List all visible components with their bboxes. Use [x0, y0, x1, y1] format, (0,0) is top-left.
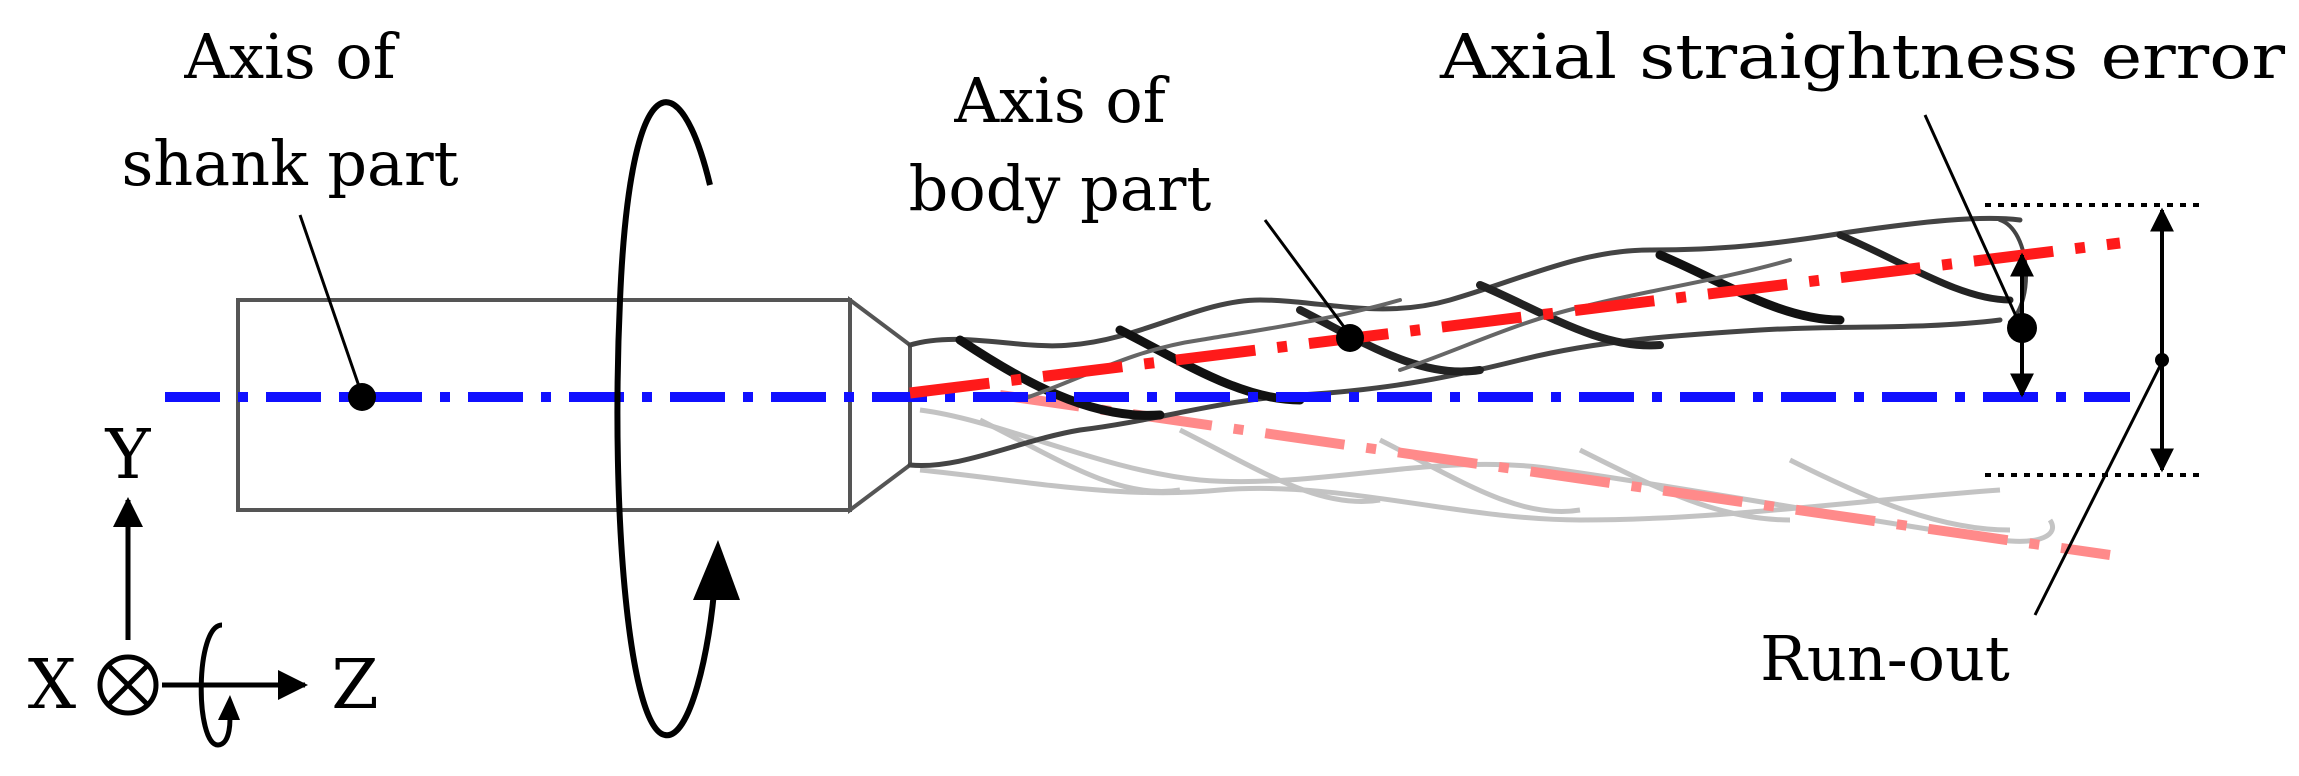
body-axis-label-line1: Axis of: [953, 64, 1169, 137]
drill-body: [907, 215, 2028, 469]
rotation-arrow-icon: [693, 540, 740, 600]
ghost-body-axis-line: [999, 390, 2111, 560]
shank-axis-label-line2: shank part: [121, 127, 458, 200]
shank-axis-label-line1: Axis of: [183, 20, 399, 93]
body-axis-line: [909, 237, 2121, 399]
straightness-leader: [1923, 114, 2022, 326]
drill-shank: [236, 296, 912, 514]
runout-center-point: [2155, 353, 2169, 367]
rotation-ellipse: [614, 99, 718, 739]
z-rotation-icon: [198, 622, 233, 748]
y-axis-label: Y: [105, 416, 152, 495]
shank-axis-point: [348, 383, 376, 411]
z-axis-label: Z: [331, 646, 378, 725]
shank-axis-leader: [298, 214, 364, 396]
coordinate-system: [97, 497, 308, 748]
body-axis-leader: [1263, 219, 1352, 336]
body-axis-point: [1336, 324, 1364, 352]
straightness-label: Axial straightness error: [1439, 20, 2286, 93]
runout-leader: [2033, 361, 2164, 616]
x-axis-label: X: [28, 646, 77, 725]
runout-label: Run-out: [1760, 622, 2010, 695]
body-axis-label-line2: body part: [909, 152, 1212, 225]
